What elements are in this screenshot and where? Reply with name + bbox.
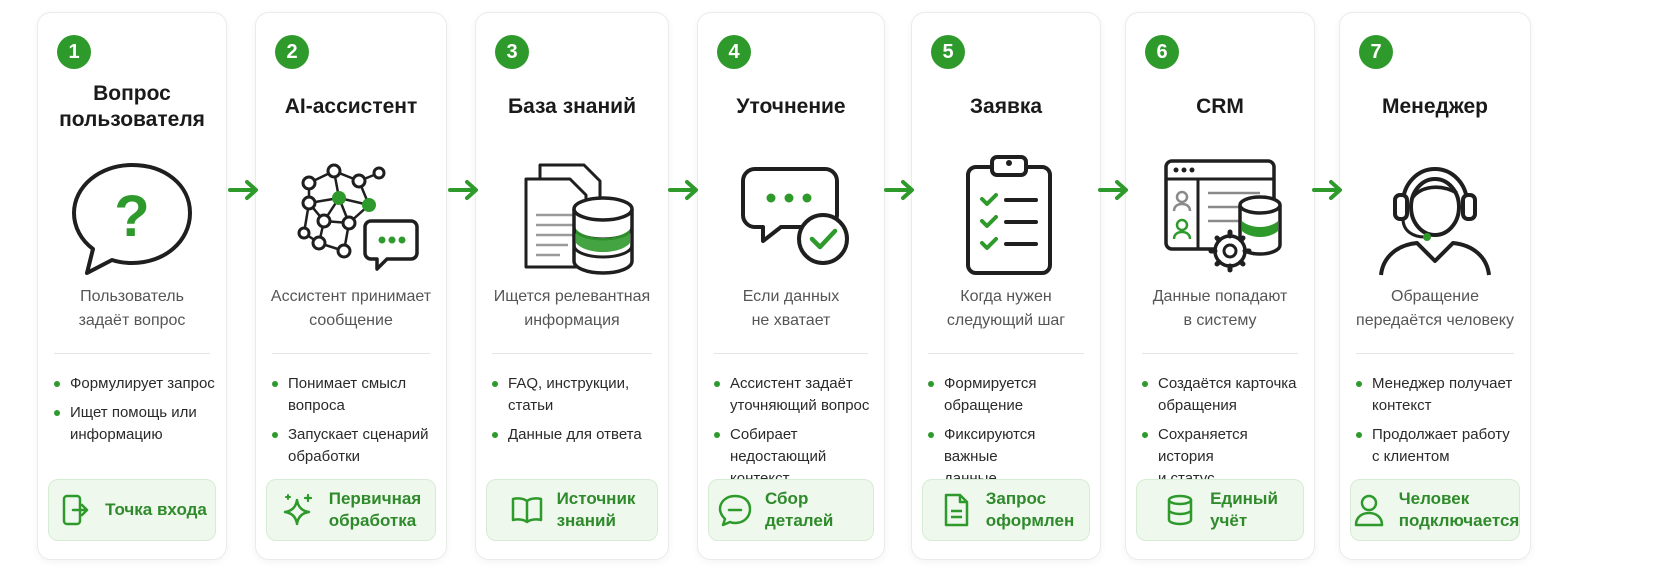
bullet-item: Понимает смысл вопроса <box>272 373 436 417</box>
chat-minus-icon <box>717 492 753 528</box>
bullet-item: Запускает сценарий обработки <box>272 424 436 468</box>
bullet-item: Создаётся карточка обращения <box>1142 373 1304 417</box>
badge-label: Источник знаний <box>556 489 636 530</box>
step-description: Ассистент принимает сообщение <box>270 288 432 329</box>
crm-window-icon <box>1148 143 1292 283</box>
database-icon <box>1162 492 1198 528</box>
step-number-badge: 6 <box>1145 35 1179 69</box>
step-badge: Запрос оформлен <box>922 479 1090 541</box>
divider <box>1356 353 1514 354</box>
step-description: Пользователь задаёт вопрос <box>78 288 186 329</box>
sparkles-icon <box>281 492 317 528</box>
divider <box>928 353 1084 354</box>
divider <box>272 353 430 354</box>
headset-operator-icon <box>1363 143 1507 283</box>
badge-label: Сбор деталей <box>765 489 834 530</box>
badge-label: Человек подключается <box>1398 489 1520 530</box>
bullet-item: Менеджер получает контекст <box>1356 373 1520 417</box>
bullet-item: Ассистент задаёт уточняющий вопрос <box>714 373 874 417</box>
step-card-4: 4 Уточнение Если данных не хватает Ассис… <box>697 12 885 560</box>
bullet-item: Формируется обращение <box>928 373 1090 417</box>
step-description: Когда нужен следующий шаг <box>946 288 1066 329</box>
step-title: База знаний <box>507 95 636 118</box>
bullet-item: Формулирует запрос <box>54 373 216 395</box>
arrow-right-icon <box>228 178 262 202</box>
step-card-7: 7 Менеджер Обращение передаётся человеку… <box>1339 12 1531 560</box>
documents-database-icon <box>500 143 644 283</box>
step-title: Вопрос пользователя <box>59 82 205 131</box>
divider <box>1142 353 1298 354</box>
arrow-right-icon <box>668 178 702 202</box>
bullet-item: Данные для ответа <box>492 424 658 446</box>
step-card-6: 6 CRM Данные попадают в систему Создаётс… <box>1125 12 1315 560</box>
step-number-badge: 4 <box>717 35 751 69</box>
step-title: Менеджер <box>1382 95 1488 118</box>
step-number-badge: 2 <box>275 35 309 69</box>
badge-label: Первичная обработка <box>328 489 422 530</box>
step-title: Заявка <box>969 95 1043 118</box>
entry-door-icon <box>57 492 93 528</box>
chat-check-icon <box>719 143 863 283</box>
step-title: AI-ассистент <box>284 95 418 118</box>
divider <box>54 353 210 354</box>
badge-label: Запрос оформлен <box>985 489 1075 530</box>
step-title: Уточнение <box>736 95 846 118</box>
bullet-item: FAQ, инструкции, статьи <box>492 373 658 417</box>
step-number-badge: 3 <box>495 35 529 69</box>
divider <box>714 353 868 354</box>
book-icon <box>509 492 545 528</box>
clipboard-checklist-icon <box>934 143 1078 283</box>
step-description: Ищется релевантная информация <box>493 288 651 329</box>
step-badge: Точка входа <box>48 479 216 541</box>
question-bubble-icon: ? <box>60 143 204 283</box>
step-badge: Человек подключается <box>1350 479 1520 541</box>
arrow-right-icon <box>1312 178 1346 202</box>
step-card-1: 1 Вопрос пользователя ? Пользователь зад… <box>37 12 227 560</box>
person-icon <box>1351 492 1387 528</box>
badge-label: Точка входа <box>105 500 207 519</box>
arrow-right-icon <box>1098 178 1132 202</box>
step-badge: Единый учёт <box>1136 479 1304 541</box>
bullet-item: Собирает недостающий контекст <box>714 424 874 490</box>
step-number-badge: 7 <box>1359 35 1393 69</box>
step-badge: Первичная обработка <box>266 479 436 541</box>
step-badge: Сбор деталей <box>708 479 874 541</box>
divider <box>492 353 652 354</box>
svg-text:?: ? <box>114 184 149 249</box>
step-title: CRM <box>1196 95 1244 118</box>
neural-network-icon <box>279 143 423 283</box>
bullet-item: Ищет помощь или информацию <box>54 402 216 446</box>
step-card-2: 2 AI-ассистент Ассистент принимает сообщ… <box>255 12 447 560</box>
step-number-badge: 1 <box>57 35 91 69</box>
document-icon <box>938 492 974 528</box>
step-badge: Источник знаний <box>486 479 658 541</box>
step-description: Обращение передаётся человеку <box>1356 288 1514 329</box>
bullet-item: Продолжает работу с клиентом <box>1356 424 1520 468</box>
badge-label: Единый учёт <box>1210 489 1278 530</box>
step-card-5: 5 Заявка Когда нужен следующий шаг Форми… <box>911 12 1101 560</box>
arrow-right-icon <box>884 178 918 202</box>
step-description: Если данных не хватает <box>742 288 840 329</box>
step-number-badge: 5 <box>931 35 965 69</box>
step-description: Данные попадают в систему <box>1152 288 1288 329</box>
step-card-3: 3 База знаний Ищется релевантная информа… <box>475 12 669 560</box>
arrow-right-icon <box>448 178 482 202</box>
